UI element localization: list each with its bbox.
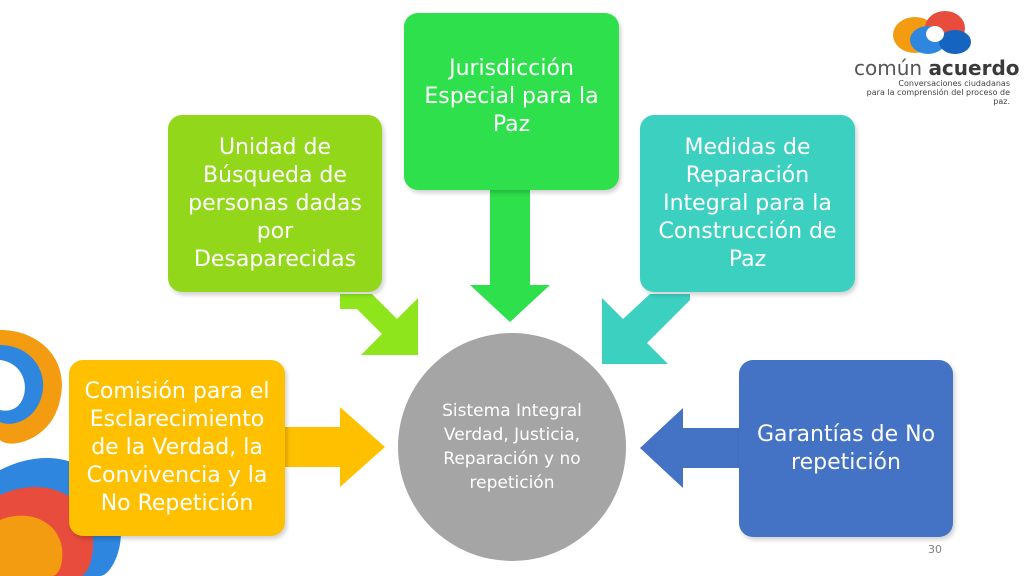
logo-wordmark: común acuerdo	[854, 56, 1020, 80]
arrow-comision	[285, 407, 385, 487]
center-circle-text: Sistema Integral Verdad, Justicia, Repar…	[442, 401, 582, 493]
arrow-garantias	[640, 408, 740, 488]
arrow-medidas	[602, 294, 690, 364]
box-comision-text: Comisión para el Esclarecimiento de la V…	[84, 379, 270, 516]
box-unidad: Unidad de Búsqueda de personas dadas por…	[168, 115, 382, 292]
arrow-unidad	[340, 294, 418, 355]
box-medidas: Medidas de Reparación Integral para la C…	[640, 115, 855, 292]
logo-tagline: Conversaciones ciudadanas para la compre…	[866, 79, 1010, 106]
box-unidad-text: Unidad de Búsqueda de personas dadas por…	[188, 134, 362, 272]
box-jurisdiccion: Jurisdicción Especial para la Paz	[404, 13, 619, 190]
page-number: 30	[928, 543, 942, 556]
box-jurisdiccion-text: Jurisdicción Especial para la Paz	[424, 56, 599, 137]
box-garantias-text: Garantías de No repetición	[756, 421, 936, 475]
box-medidas-text: Medidas de Reparación Integral para la C…	[658, 134, 837, 272]
box-garantias: Garantías de No repetición	[739, 360, 953, 537]
arrow-jurisdiccion	[470, 190, 550, 322]
box-comision: Comisión para el Esclarecimiento de la V…	[69, 360, 285, 536]
center-circle: Sistema Integral Verdad, Justicia, Repar…	[398, 333, 626, 561]
